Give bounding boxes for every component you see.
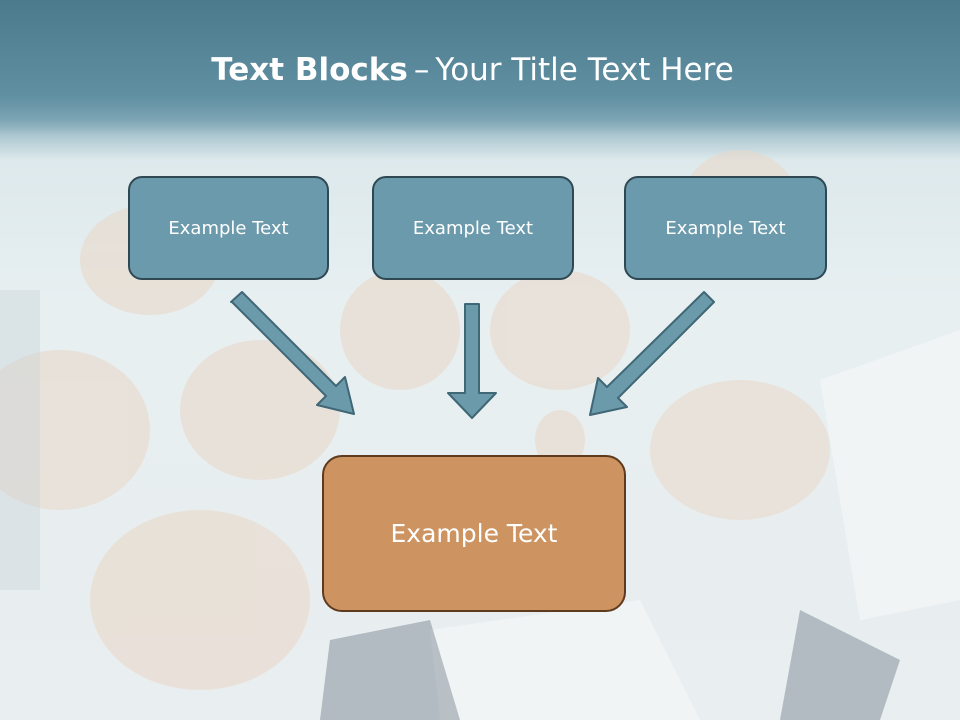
text-block-middle: Example Text	[372, 176, 574, 280]
text-block-right-label: Example Text	[665, 217, 786, 239]
center-text-block: Example Text	[322, 455, 626, 612]
text-block-left-label: Example Text	[168, 217, 289, 239]
slide-title: Text Blocks–Your Title Text Here	[0, 52, 945, 88]
arrow-left-diagonal	[230, 291, 355, 415]
title-rest: Your Title Text Here	[435, 52, 734, 88]
header-band	[0, 0, 960, 135]
center-text-block-label: Example Text	[390, 519, 558, 548]
arrow-down	[447, 303, 497, 419]
text-block-right: Example Text	[624, 176, 827, 280]
title-bold: Text Blocks	[211, 52, 408, 88]
text-block-middle-label: Example Text	[412, 217, 534, 239]
title-dash: –	[413, 52, 430, 88]
text-block-left: Example Text	[128, 176, 329, 280]
arrow-right-diagonal	[589, 291, 715, 416]
